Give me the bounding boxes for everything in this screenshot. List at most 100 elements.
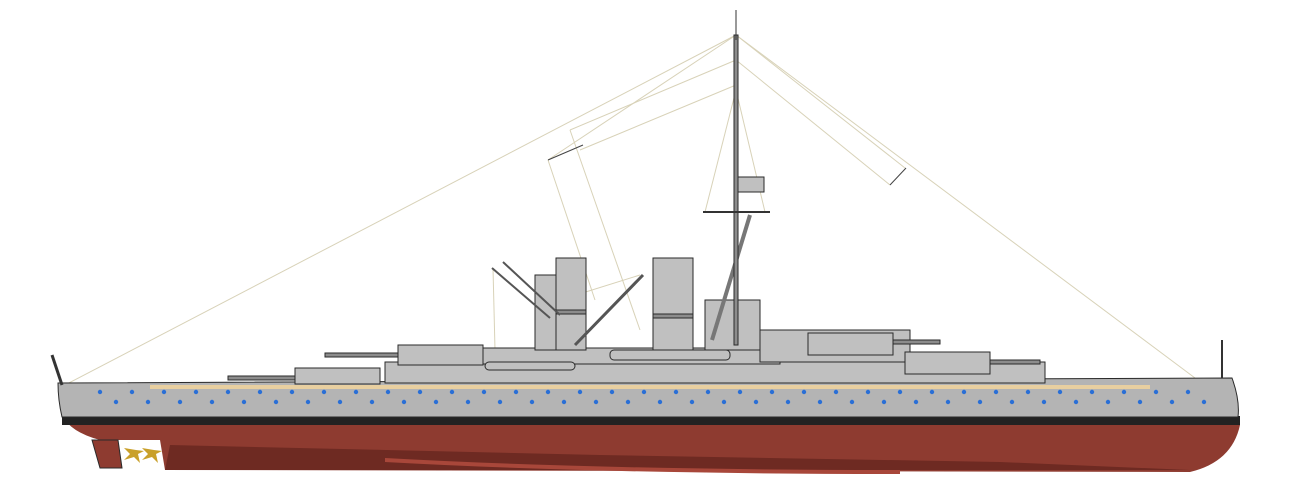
porthole — [561, 399, 567, 405]
porthole — [129, 389, 135, 395]
porthole — [497, 399, 503, 405]
spotting-top — [737, 176, 765, 193]
porthole — [801, 389, 807, 395]
porthole — [929, 389, 935, 395]
porthole — [657, 399, 663, 405]
porthole — [145, 399, 151, 405]
porthole — [961, 389, 967, 395]
porthole — [1137, 399, 1143, 405]
turret-fore-upper — [807, 332, 894, 356]
porthole — [833, 389, 839, 395]
main-battery-turrets — [227, 332, 1041, 385]
rigging-lines — [64, 34, 1196, 386]
porthole — [993, 389, 999, 395]
porthole — [721, 399, 727, 405]
porthole — [1105, 399, 1111, 405]
porthole — [705, 389, 711, 395]
flagstaff-stern — [50, 354, 64, 386]
porthole — [305, 399, 311, 405]
ship-boat — [609, 349, 731, 361]
porthole — [673, 389, 679, 395]
porthole — [1073, 399, 1079, 405]
porthole — [1121, 389, 1127, 395]
porthole — [737, 389, 743, 395]
porthole — [97, 389, 103, 395]
gun-barrel — [889, 339, 941, 345]
porthole — [529, 399, 535, 405]
funnel-cap — [652, 313, 694, 319]
porthole — [465, 399, 471, 405]
porthole — [513, 389, 519, 395]
porthole — [1009, 399, 1015, 405]
porthole — [113, 399, 119, 405]
turret-fore-lower — [904, 351, 991, 375]
funnel-cap — [555, 309, 587, 315]
porthole — [753, 399, 759, 405]
porthole — [369, 399, 375, 405]
boat-boom — [502, 261, 561, 316]
funnel-fore — [652, 257, 694, 351]
foremast-tripod-leg — [710, 214, 752, 341]
porthole — [593, 399, 599, 405]
porthole — [385, 389, 391, 395]
gun-barrel — [324, 352, 406, 358]
foremast — [733, 34, 739, 346]
propeller-icon — [142, 448, 162, 463]
porthole — [161, 389, 167, 395]
porthole — [641, 389, 647, 395]
hull — [50, 340, 1240, 474]
porthole — [817, 399, 823, 405]
porthole — [337, 399, 343, 405]
porthole — [865, 389, 871, 395]
propellers — [124, 448, 162, 463]
gaff-aft — [547, 144, 584, 161]
porthole — [1041, 399, 1047, 405]
ship-boat — [484, 361, 576, 371]
turret-aft-upper — [397, 344, 484, 366]
porthole — [945, 399, 951, 405]
boat-boom — [491, 267, 551, 319]
porthole — [177, 399, 183, 405]
boot-topping-stripe — [62, 416, 1240, 425]
porthole — [609, 389, 615, 395]
bilge-keel — [385, 458, 900, 474]
porthole — [273, 399, 279, 405]
rudder — [91, 439, 123, 469]
porthole — [977, 399, 983, 405]
gaff-fore — [889, 167, 907, 186]
porthole — [401, 399, 407, 405]
porthole — [1169, 399, 1175, 405]
porthole — [257, 389, 263, 395]
porthole — [769, 389, 775, 395]
porthole — [449, 389, 455, 395]
porthole — [1025, 389, 1031, 395]
porthole — [289, 389, 295, 395]
porthole — [897, 389, 903, 395]
porthole — [913, 399, 919, 405]
hull-side — [57, 377, 1239, 418]
porthole — [1153, 389, 1159, 395]
crane-boom — [573, 273, 645, 347]
porthole — [481, 389, 487, 395]
porthole — [785, 399, 791, 405]
bridge-structure — [704, 299, 761, 351]
porthole — [321, 389, 327, 395]
porthole — [353, 389, 359, 395]
porthole — [1201, 399, 1207, 405]
porthole — [625, 399, 631, 405]
porthole — [225, 389, 231, 395]
porthole — [881, 399, 887, 405]
porthole — [209, 399, 215, 405]
porthole — [1057, 389, 1063, 395]
superstructure — [384, 10, 1046, 384]
porthole — [545, 389, 551, 395]
propeller-icon — [124, 448, 144, 463]
porthole — [1185, 389, 1191, 395]
porthole — [193, 389, 199, 395]
porthole — [849, 399, 855, 405]
gun-barrel — [227, 375, 301, 381]
porthole — [577, 389, 583, 395]
porthole — [1089, 389, 1095, 395]
deck-planking — [150, 385, 1150, 389]
